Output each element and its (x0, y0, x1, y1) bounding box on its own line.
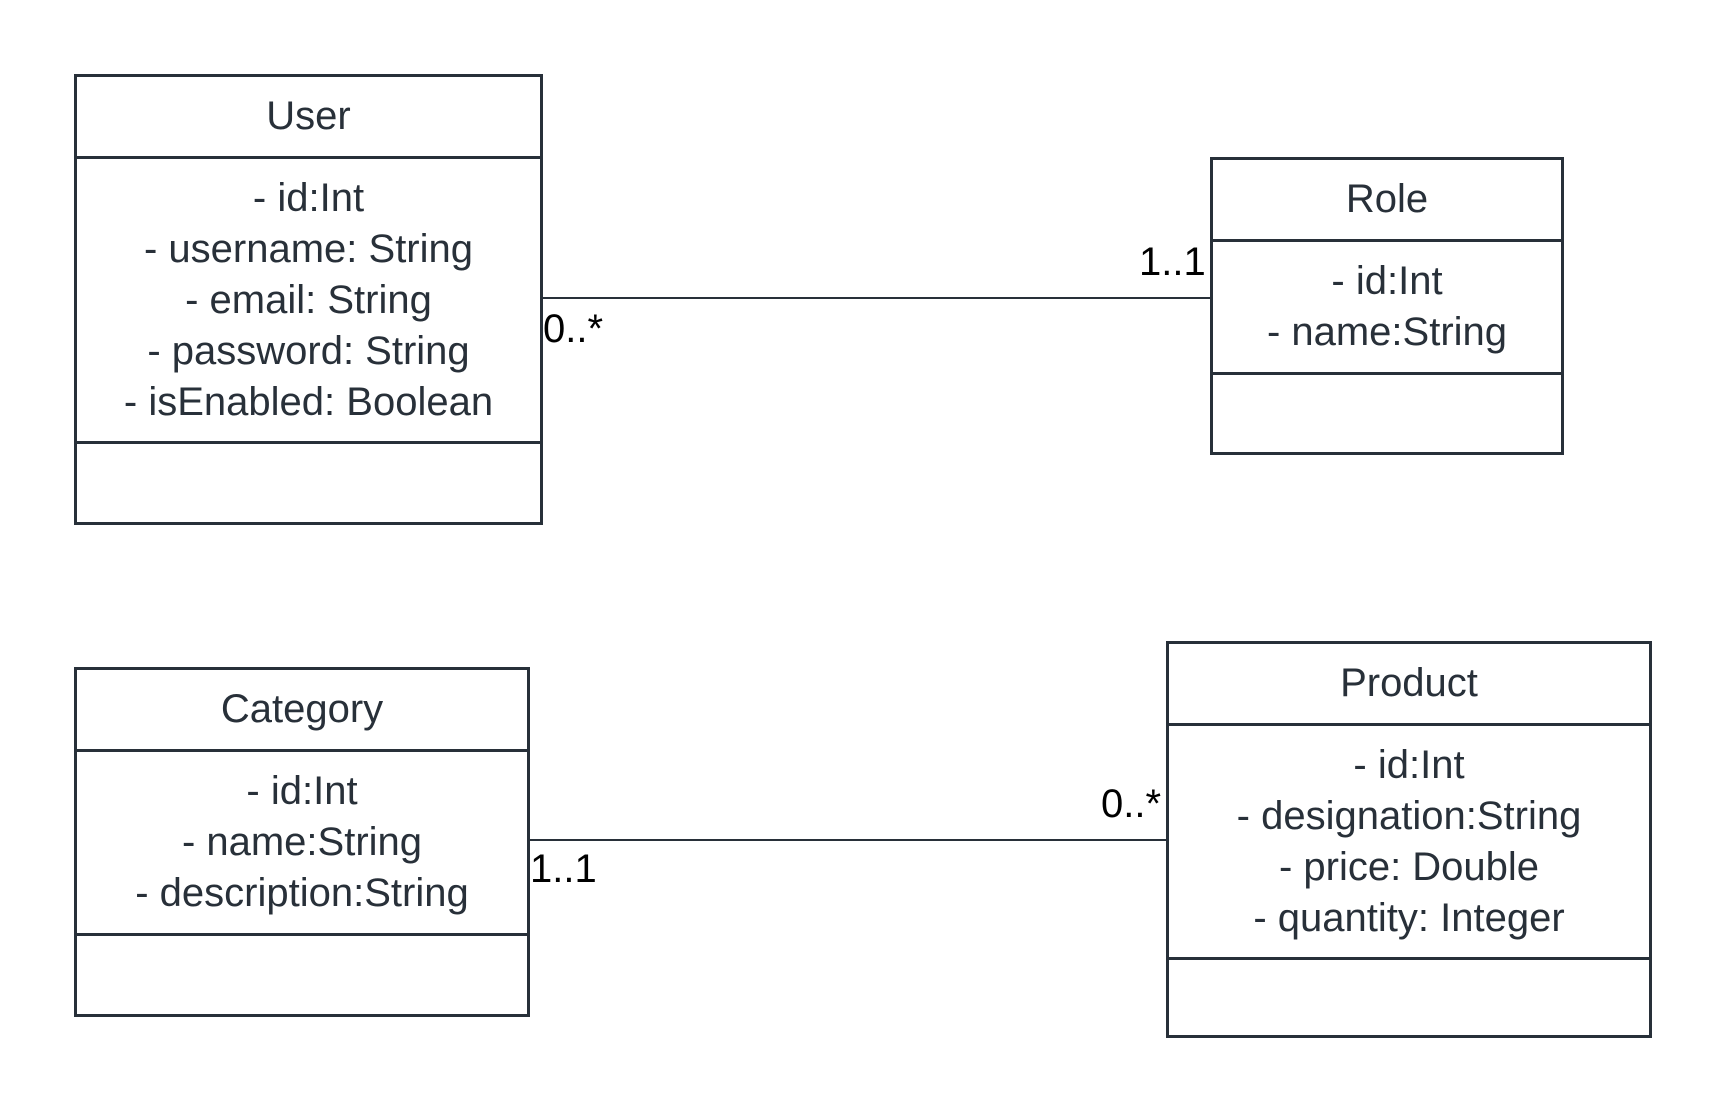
role-class-box[interactable]: Role - id:Int - name:String (1210, 157, 1564, 455)
product-methods (1169, 960, 1649, 1035)
user-role-association-line[interactable] (543, 297, 1210, 299)
category-methods (77, 936, 527, 1014)
role-attribute-id: - id:Int (1331, 259, 1443, 303)
user-class-name: User (77, 77, 540, 159)
user-attributes: - id:Int - username: String - email: Str… (77, 159, 540, 444)
user-multiplicity-label: 0..* (543, 307, 604, 351)
user-methods (77, 444, 540, 522)
user-attribute-email: - email: String (185, 277, 432, 322)
product-attribute-quantity: - quantity: Integer (1253, 895, 1565, 940)
product-multiplicity-label: 0..* (1101, 782, 1162, 826)
product-class-box[interactable]: Product - id:Int - designation:String - … (1166, 641, 1652, 1038)
product-class-name: Product (1169, 644, 1649, 726)
product-attributes: - id:Int - designation:String - price: D… (1169, 726, 1649, 960)
product-attribute-designation: - designation:String (1236, 793, 1582, 838)
user-class-box[interactable]: User - id:Int - username: String - email… (74, 74, 543, 525)
product-attribute-price: - price: Double (1278, 844, 1540, 889)
category-attribute-name: - name:String (181, 820, 423, 864)
user-attribute-username: - username: String (143, 226, 474, 271)
role-class-name: Role (1213, 160, 1561, 242)
product-attribute-id: - id:Int (1353, 742, 1465, 787)
role-methods (1213, 375, 1561, 452)
user-attribute-password: - password: String (147, 328, 470, 373)
role-multiplicity-label: 1..1 (1139, 240, 1206, 284)
category-attributes: - id:Int - name:String - description:Str… (77, 752, 527, 936)
category-multiplicity-label: 1..1 (530, 847, 597, 891)
category-attribute-description: - description:String (135, 871, 469, 915)
role-attribute-name: - name:String (1266, 310, 1508, 354)
user-attribute-id: - id:Int (252, 175, 365, 220)
category-attribute-id: - id:Int (246, 769, 358, 813)
category-product-association-line[interactable] (530, 839, 1166, 841)
role-attributes: - id:Int - name:String (1213, 242, 1561, 375)
user-attribute-isenabled: - isEnabled: Boolean (123, 379, 494, 424)
category-class-name: Category (77, 670, 527, 752)
category-class-box[interactable]: Category - id:Int - name:String - descri… (74, 667, 530, 1017)
